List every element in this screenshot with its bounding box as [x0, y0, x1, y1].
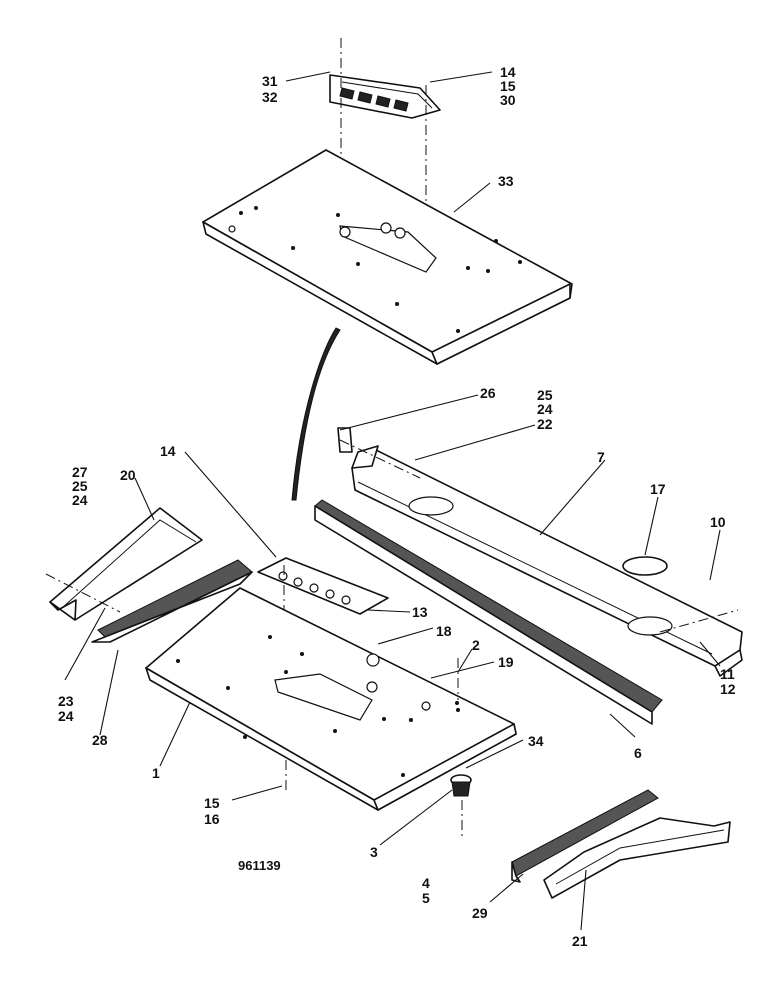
callout-29: 29 [472, 905, 488, 921]
callout-24-c: 24 [537, 401, 553, 417]
grommet-cap [622, 556, 668, 576]
callout-13: 13 [412, 604, 428, 620]
callout-14-mid: 14 [160, 443, 176, 459]
callout-6: 6 [634, 745, 642, 761]
right-foam-strip [511, 789, 659, 883]
drawing-number: 961139 [238, 858, 281, 873]
callout-15-bot: 15 [204, 795, 220, 811]
callout-15-top: 15 [500, 78, 516, 94]
callout-24-a: 24 [72, 492, 88, 508]
top-panel [202, 149, 573, 365]
callout-31: 31 [262, 73, 278, 89]
callout-10: 10 [710, 514, 726, 530]
callout-19: 19 [498, 654, 514, 670]
callout-26: 26 [480, 385, 496, 401]
callout-3: 3 [370, 844, 378, 860]
right-bracket [543, 817, 731, 899]
callout-2: 2 [472, 637, 480, 653]
callout-12: 12 [720, 681, 736, 697]
callout-20: 20 [120, 467, 136, 483]
callout-28: 28 [92, 732, 108, 748]
callout-27: 27 [72, 464, 88, 480]
callout-23: 23 [58, 693, 74, 709]
mounting-strip [257, 557, 389, 615]
callout-11: 11 [720, 666, 735, 682]
callouts: 31 32 14 15 30 33 26 25 24 22 14 7 27 25… [58, 64, 736, 949]
left-bracket [49, 507, 203, 621]
callout-32: 32 [262, 89, 278, 105]
callout-16: 16 [204, 811, 220, 827]
foam-strip [314, 499, 663, 725]
callout-1: 1 [152, 765, 160, 781]
callout-34: 34 [528, 733, 544, 749]
callout-24-b: 24 [58, 708, 74, 724]
callout-25-a: 25 [72, 478, 88, 494]
callout-25-b: 25 [537, 387, 553, 403]
callout-7: 7 [597, 449, 605, 465]
callout-22: 22 [537, 416, 553, 432]
leader-lines [64, 71, 721, 931]
callout-21: 21 [572, 933, 588, 949]
base-panel [145, 587, 517, 811]
left-foam-strip [91, 559, 253, 643]
knob [450, 774, 472, 797]
callout-18: 18 [436, 623, 452, 639]
gate-plate [329, 74, 441, 119]
callout-33: 33 [498, 173, 514, 189]
callout-30: 30 [500, 92, 516, 108]
callout-14-top: 14 [500, 64, 516, 80]
long-channel [351, 445, 743, 677]
callout-4: 4 [422, 875, 430, 891]
callout-5: 5 [422, 890, 430, 906]
cable-bundle [291, 327, 341, 501]
callout-17: 17 [650, 481, 666, 497]
